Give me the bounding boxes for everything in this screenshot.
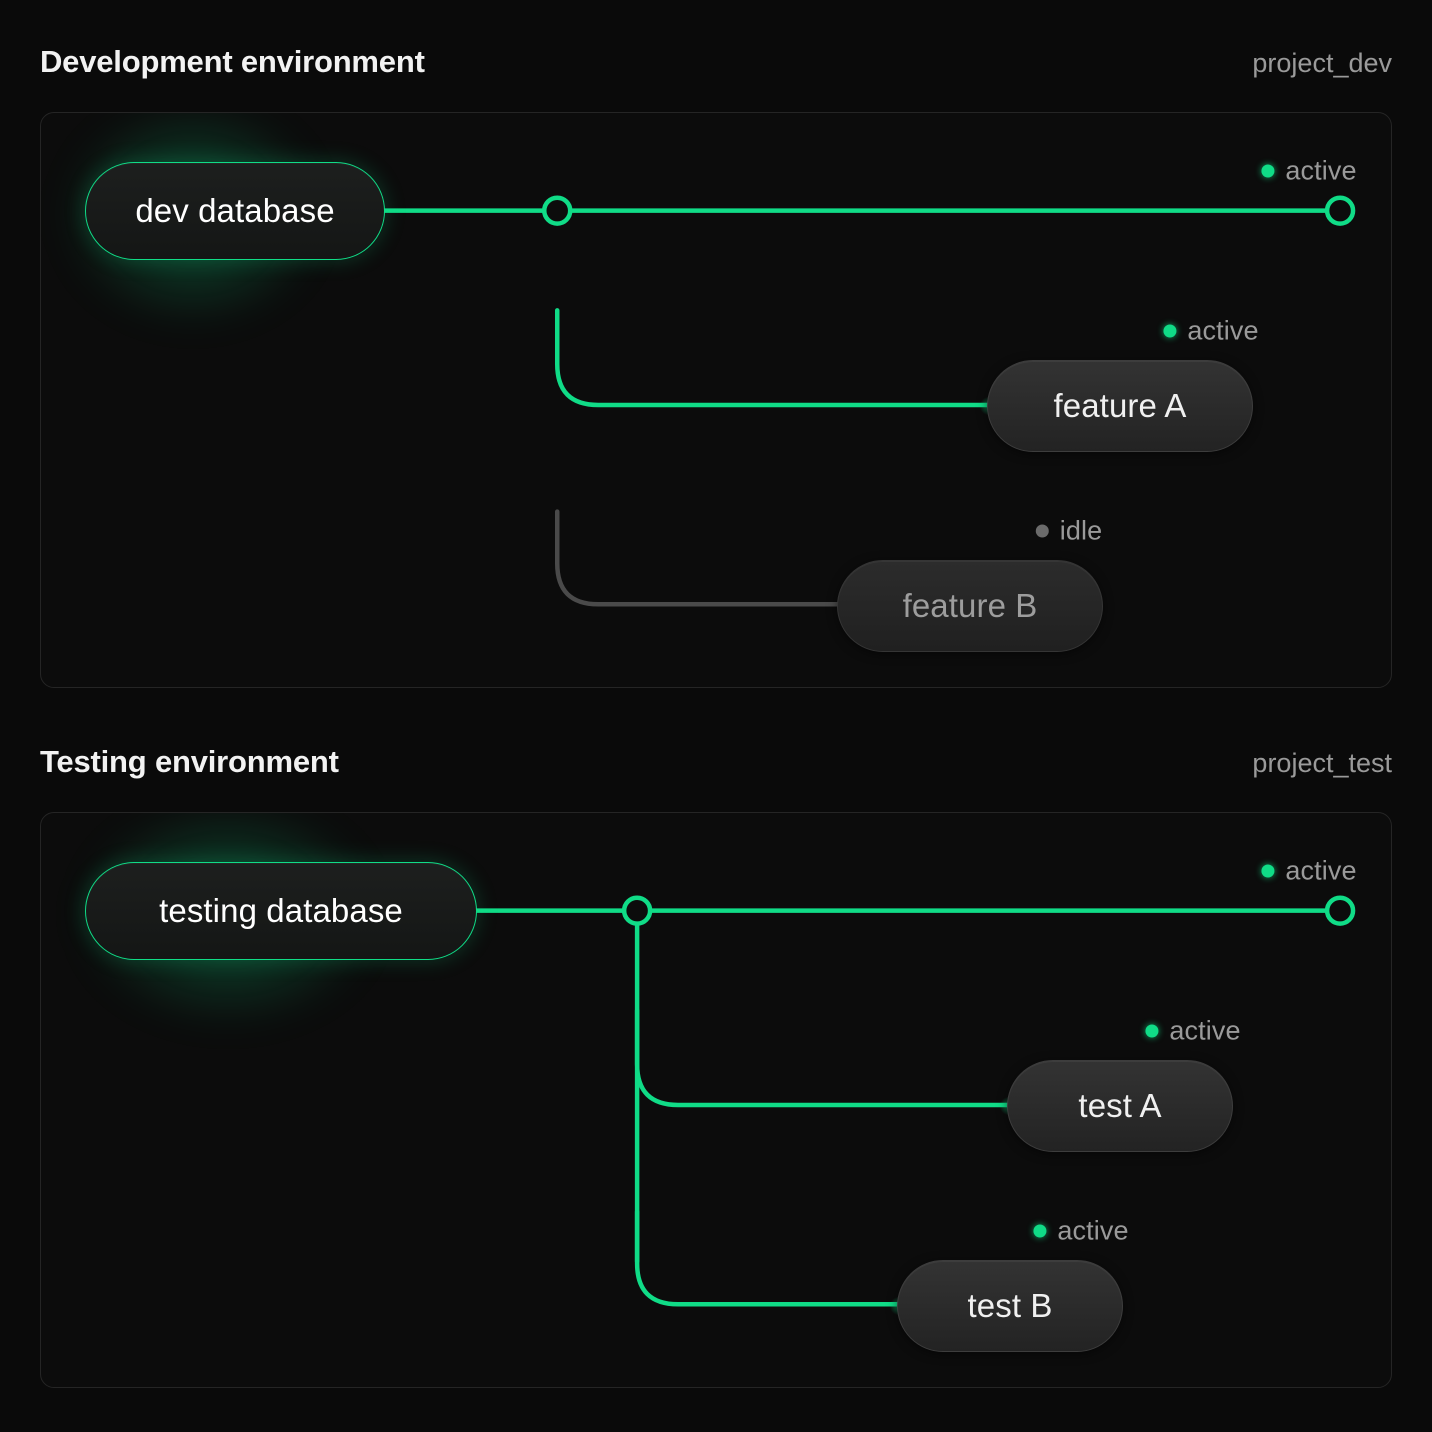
testing-test-a-status-label: active: [1169, 1016, 1240, 1047]
status-dot-active-icon: [1163, 325, 1176, 338]
dev-endpoint-status-label: active: [1285, 156, 1356, 187]
dev-environment-panel: dev database active active feature A idl…: [40, 112, 1392, 688]
dev-feature-b-label: feature B: [903, 587, 1038, 625]
testing-test-a-status: active: [1145, 1016, 1240, 1047]
dev-feature-a-node[interactable]: feature A: [987, 360, 1253, 452]
dev-environment-header: Development environment project_dev: [40, 44, 1392, 80]
status-dot-active-icon: [1261, 865, 1274, 878]
dev-database-label: dev database: [135, 192, 334, 230]
dev-feature-a-label: feature A: [1054, 387, 1187, 425]
testing-test-b-node[interactable]: test B: [897, 1260, 1123, 1352]
testing-environment-panel: testing database active active test A ac…: [40, 812, 1392, 1388]
testing-test-b-status-label: active: [1057, 1216, 1128, 1247]
testing-test-a-label: test A: [1078, 1087, 1161, 1125]
testing-environment-header: Testing environment project_test: [40, 744, 1392, 780]
dev-feature-b-status: idle: [1036, 516, 1102, 547]
testing-database-label: testing database: [159, 892, 403, 930]
testing-database-node[interactable]: testing database: [85, 862, 477, 960]
status-dot-active-icon: [1033, 1225, 1046, 1238]
dev-environment-title: Development environment: [40, 44, 425, 80]
dev-database-node[interactable]: dev database: [85, 162, 385, 260]
testing-endpoint-status-label: active: [1285, 856, 1356, 887]
dev-feature-a-status: active: [1163, 316, 1258, 347]
dev-feature-b-node[interactable]: feature B: [837, 560, 1103, 652]
testing-bus-junction-node: [624, 898, 650, 924]
testing-test-b-status: active: [1033, 1216, 1128, 1247]
status-dot-idle-icon: [1036, 525, 1049, 538]
dev-endpoint-status: active: [1261, 156, 1356, 187]
testing-endpoint-status: active: [1261, 856, 1356, 887]
status-dot-active-icon: [1261, 165, 1274, 178]
testing-bus-endpoint-node: [1327, 898, 1353, 924]
status-dot-active-icon: [1145, 1025, 1158, 1038]
testing-test-a-node[interactable]: test A: [1007, 1060, 1233, 1152]
dev-project-name: project_dev: [1252, 48, 1392, 79]
testing-project-name: project_test: [1252, 748, 1392, 779]
testing-test-b-label: test B: [968, 1287, 1053, 1325]
dev-bus-junction-node: [544, 198, 570, 224]
dev-feature-a-status-label: active: [1187, 316, 1258, 347]
testing-environment-title: Testing environment: [40, 744, 339, 780]
dev-bus-endpoint-node: [1327, 198, 1353, 224]
dev-feature-b-status-label: idle: [1060, 516, 1102, 547]
